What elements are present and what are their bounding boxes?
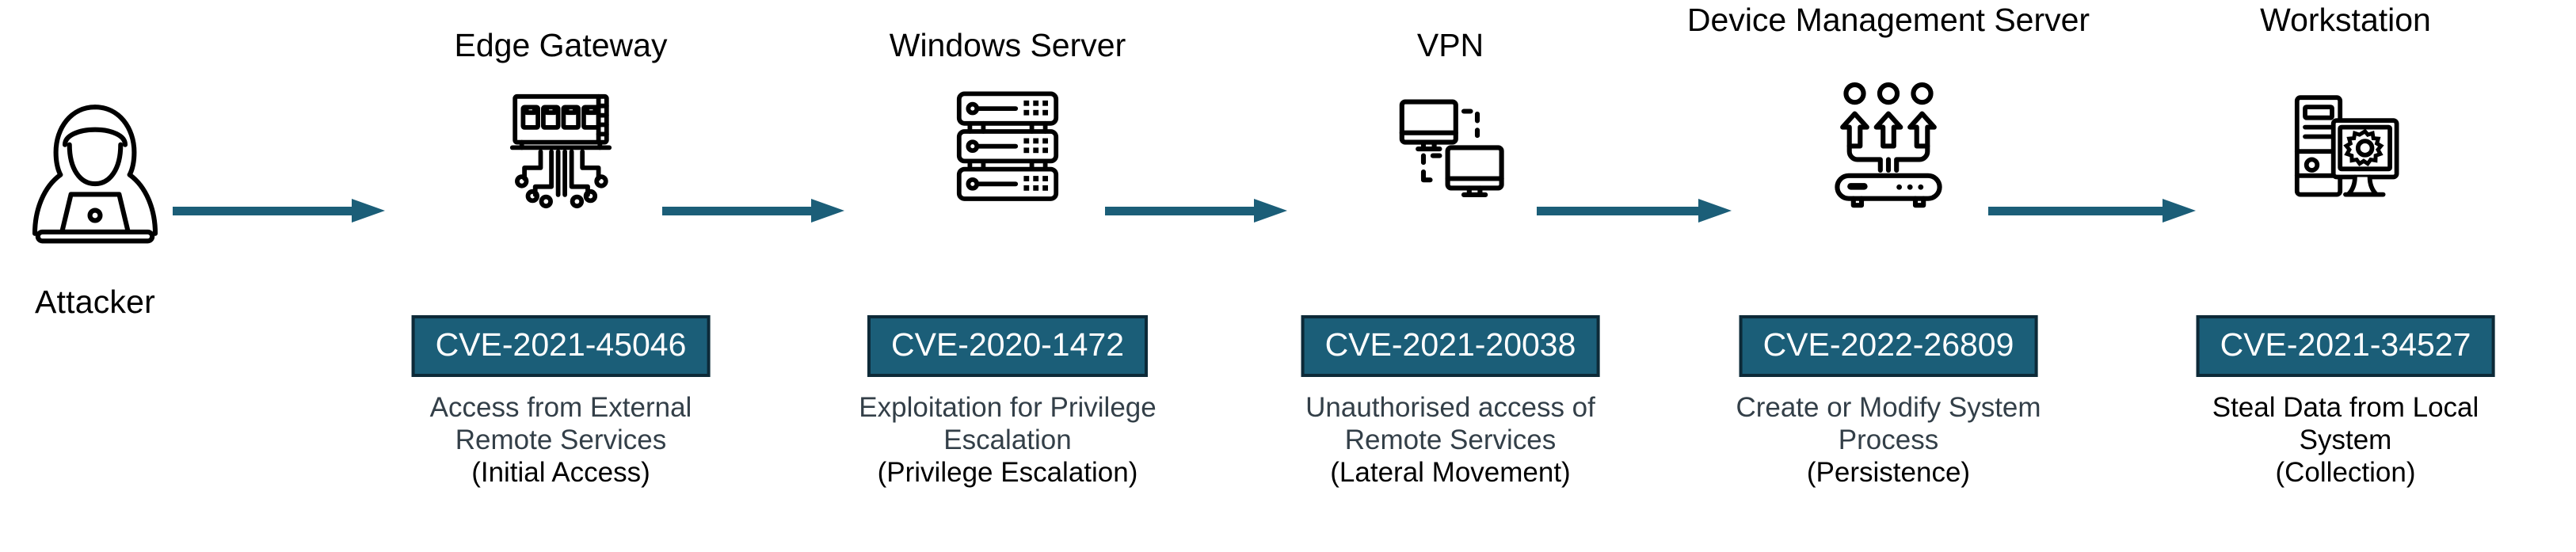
cve-caption-edge-gateway: Access from External Remote Services (In… [394,391,727,489]
node-title-workstation: Workstation [2260,2,2431,38]
node-edge-gateway: Edge Gateway [339,0,783,552]
cve-caption-vpn: Unauthorised access of Remote Services (… [1284,391,1617,489]
arrow-attacker-to-edge-gateway [173,195,385,227]
cve-badge-edge-gateway[interactable]: CVE-2021-45046 [411,315,711,377]
two-monitors-dashed-link-icon [1383,78,1518,212]
hooded-attacker-laptop-icon [20,95,170,246]
router-distribution-arrows-icon [1821,76,1956,211]
technique-label-windows-server: Exploitation for Privilege Escalation [859,392,1157,455]
node-title-windows-server: Windows Server [889,27,1126,63]
arrow-edge-gateway-to-windows-server [662,195,844,227]
cve-badge-vpn[interactable]: CVE-2021-20038 [1301,315,1600,377]
node-title-vpn: VPN [1416,27,1484,63]
tactic-label-windows-server: (Privilege Escalation) [877,457,1138,488]
tactic-label-edge-gateway: (Initial Access) [471,457,650,488]
technique-label-device-management-server: Create or Modify System Process [1736,392,2041,455]
cve-caption-windows-server: Exploitation for Privilege Escalation (P… [841,391,1174,489]
cve-badge-windows-server[interactable]: CVE-2020-1472 [867,315,1149,377]
attacker-node: Attacker [0,95,190,380]
node-device-management-server: Device Management Server CVE-2022-268 [1667,0,2110,552]
node-title-edge-gateway: Edge Gateway [454,27,668,63]
network-switch-circuit-icon [493,78,628,212]
tactic-label-workstation: (Collection) [2275,457,2416,488]
arrow-windows-server-to-vpn [1105,195,1287,227]
attacker-label: Attacker [35,284,155,320]
cve-caption-workstation: Steal Data from Local System (Collection… [2179,391,2512,489]
node-vpn: VPN CVE-2021-20038 Unauthorised access o… [1229,0,1672,552]
cve-badge-device-management-server[interactable]: CVE-2022-26809 [1739,315,2038,377]
desktop-tower-monitor-gear-icon [2278,76,2413,211]
rack-server-icon [940,78,1075,212]
arrow-vpn-to-device-management-server [1537,195,1732,227]
technique-label-vpn: Unauthorised access of Remote Services [1305,392,1595,455]
cve-badge-workstation[interactable]: CVE-2021-34527 [2196,315,2495,377]
arrow-device-management-server-to-workstation [1988,195,2196,227]
node-workstation: Workstation CVE-2021-34527 Stea [2124,0,2567,552]
node-windows-server: Windows Server [786,0,1229,552]
tactic-label-vpn: (Lateral Movement) [1330,457,1571,488]
technique-label-workstation: Steal Data from Local System [2212,392,2479,455]
cve-caption-device-management-server: Create or Modify System Process (Persist… [1722,391,2055,489]
tactic-label-device-management-server: (Persistence) [1806,457,1971,488]
node-title-device-management-server: Device Management Server [1686,2,2090,38]
technique-label-edge-gateway: Access from External Remote Services [429,392,692,455]
